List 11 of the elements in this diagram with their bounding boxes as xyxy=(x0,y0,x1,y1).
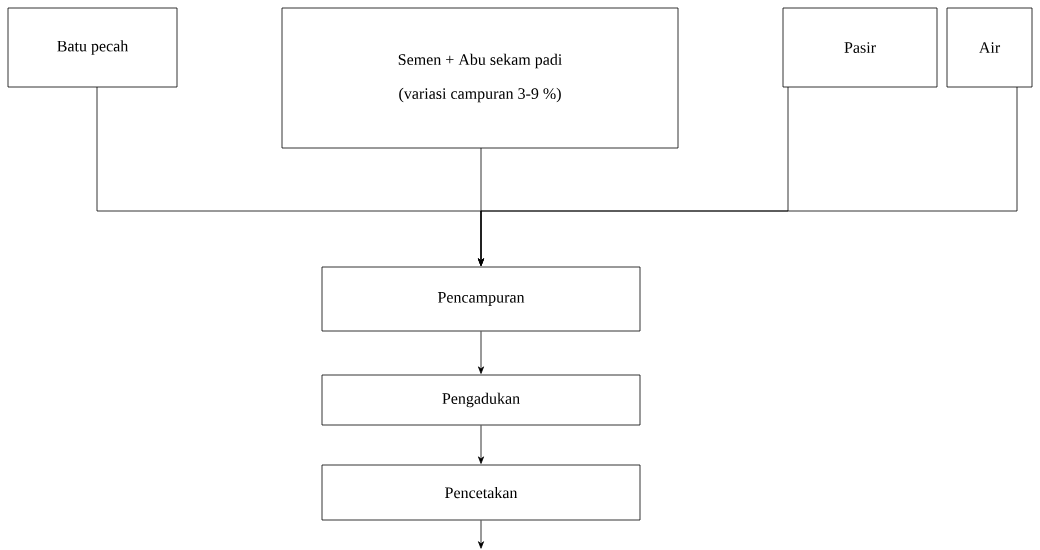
process-box: Pencampuran xyxy=(321,266,641,332)
arrow xyxy=(478,331,484,374)
input-box: Pasir xyxy=(782,7,938,88)
arrow xyxy=(478,425,484,464)
input-box: Semen + Abu sekam padi (variasi campuran 3-9 %) xyxy=(281,7,679,149)
input-box: Batu pecah xyxy=(7,7,178,88)
input-box: Air xyxy=(946,7,1033,88)
arrow xyxy=(478,520,484,549)
arrow xyxy=(478,86,1018,266)
process-box: Pencetakan xyxy=(321,464,641,521)
process-box: Pengadukan xyxy=(321,374,641,426)
